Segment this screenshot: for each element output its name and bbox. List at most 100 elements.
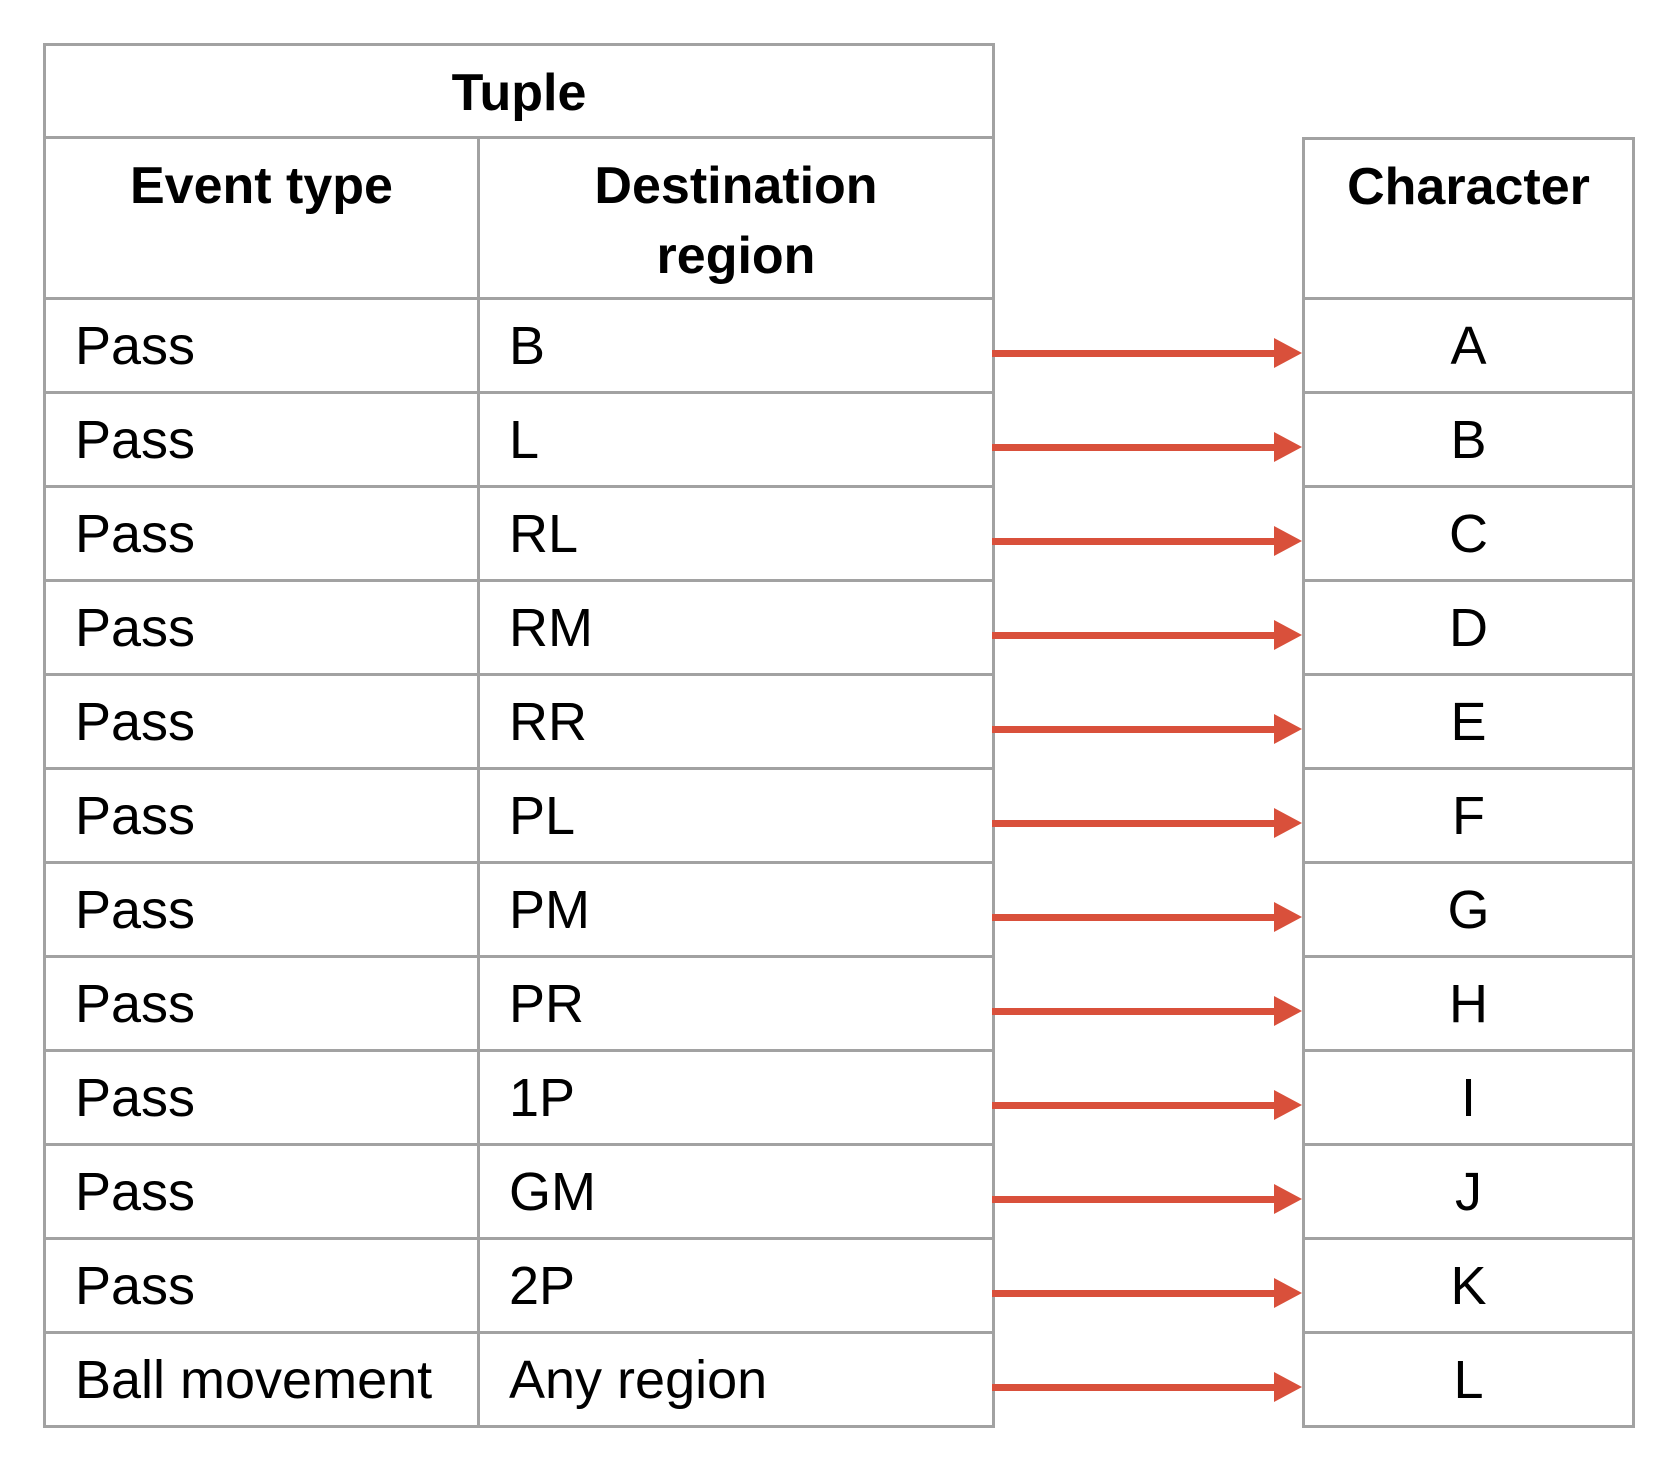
arrow-head-icon (1274, 1278, 1302, 1308)
tuple-table-header-row: Event type Destination region (43, 136, 995, 300)
mapping-arrow (992, 1237, 1302, 1331)
arrow-head-icon (1274, 432, 1302, 462)
table-row: C (1302, 485, 1635, 582)
arrow-head-icon (1274, 714, 1302, 744)
table-row: Pass 1P (43, 1049, 995, 1146)
destination-region-cell: PM (477, 861, 995, 958)
tuple-table-title: Tuple (43, 43, 995, 139)
arrow-head-icon (1274, 338, 1302, 368)
table-row: E (1302, 673, 1635, 770)
character-cell: C (1302, 485, 1635, 582)
table-row: A (1302, 297, 1635, 394)
character-cell: H (1302, 955, 1635, 1052)
mapping-arrow (992, 861, 1302, 955)
table-row: Pass GM (43, 1143, 995, 1240)
character-cell: B (1302, 391, 1635, 488)
destination-region-cell: L (477, 391, 995, 488)
destination-region-cell: PR (477, 955, 995, 1052)
arrow-head-icon (1274, 996, 1302, 1026)
mapping-arrow (992, 1143, 1302, 1237)
table-row: B (1302, 391, 1635, 488)
destination-region-cell: RL (477, 485, 995, 582)
mapping-arrow (992, 673, 1302, 767)
event-type-cell: Pass (43, 485, 480, 582)
arrow-head-icon (1274, 1184, 1302, 1214)
mapping-arrow (992, 955, 1302, 1049)
arrow-head-icon (1274, 902, 1302, 932)
table-row: K (1302, 1237, 1635, 1334)
arrow-line (992, 819, 1274, 827)
table-row: Pass PM (43, 861, 995, 958)
mapping-arrow (992, 1331, 1302, 1425)
tuple-table-title-row: Tuple (43, 43, 995, 139)
column-header-destination-region: Destination region (477, 136, 995, 300)
arrow-head-icon (1274, 526, 1302, 556)
character-cell: E (1302, 673, 1635, 770)
arrow-head-icon (1274, 620, 1302, 650)
arrow-line (992, 537, 1274, 545)
mapping-arrow (992, 297, 1302, 391)
arrow-line (992, 631, 1274, 639)
table-row: Pass L (43, 391, 995, 488)
event-type-cell: Pass (43, 1237, 480, 1334)
event-type-cell: Pass (43, 579, 480, 676)
character-table-header-row: Character (1302, 137, 1635, 300)
table-row: Ball movement Any region (43, 1331, 995, 1428)
table-row: L (1302, 1331, 1635, 1428)
arrow-line (992, 349, 1274, 357)
destination-region-cell: 2P (477, 1237, 995, 1334)
character-table-title: Character (1302, 137, 1635, 300)
mapping-arrow (992, 767, 1302, 861)
event-type-cell: Pass (43, 297, 480, 394)
arrow-line (992, 1007, 1274, 1015)
arrow-head-icon (1274, 1090, 1302, 1120)
event-type-cell: Pass (43, 1049, 480, 1146)
table-row: H (1302, 955, 1635, 1052)
table-row: D (1302, 579, 1635, 676)
arrow-line (992, 1101, 1274, 1109)
mapping-arrows (992, 297, 1302, 1425)
table-row: G (1302, 861, 1635, 958)
event-type-cell: Ball movement (43, 1331, 480, 1428)
character-cell: K (1302, 1237, 1635, 1334)
table-row: Pass PR (43, 955, 995, 1052)
event-type-cell: Pass (43, 861, 480, 958)
event-type-cell: Pass (43, 955, 480, 1052)
event-type-cell: Pass (43, 673, 480, 770)
table-row: Pass PL (43, 767, 995, 864)
tuple-table: Tuple Event type Destination region Pass… (43, 43, 995, 1428)
table-row: Pass B (43, 297, 995, 394)
character-cell: D (1302, 579, 1635, 676)
event-type-cell: Pass (43, 391, 480, 488)
character-table: Character A B C D E F G H I J (1302, 137, 1635, 1428)
table-row: Pass 2P (43, 1237, 995, 1334)
table-row: Pass RL (43, 485, 995, 582)
destination-region-cell: RR (477, 673, 995, 770)
mapping-arrow (992, 391, 1302, 485)
table-row: F (1302, 767, 1635, 864)
arrow-line (992, 725, 1274, 733)
mapping-arrow (992, 1049, 1302, 1143)
destination-region-cell: 1P (477, 1049, 995, 1146)
arrow-line (992, 443, 1274, 451)
arrow-line (992, 1289, 1274, 1297)
destination-region-cell: B (477, 297, 995, 394)
event-type-cell: Pass (43, 1143, 480, 1240)
character-cell: L (1302, 1331, 1635, 1428)
arrow-line (992, 913, 1274, 921)
arrow-line (992, 1383, 1274, 1391)
character-cell: A (1302, 297, 1635, 394)
mapping-arrow (992, 485, 1302, 579)
column-header-event-type: Event type (43, 136, 480, 300)
table-row: J (1302, 1143, 1635, 1240)
table-row: Pass RR (43, 673, 995, 770)
table-row: I (1302, 1049, 1635, 1146)
character-cell: F (1302, 767, 1635, 864)
table-row: Pass RM (43, 579, 995, 676)
character-cell: J (1302, 1143, 1635, 1240)
destination-region-cell: PL (477, 767, 995, 864)
destination-region-cell: GM (477, 1143, 995, 1240)
event-type-cell: Pass (43, 767, 480, 864)
arrow-head-icon (1274, 1372, 1302, 1402)
